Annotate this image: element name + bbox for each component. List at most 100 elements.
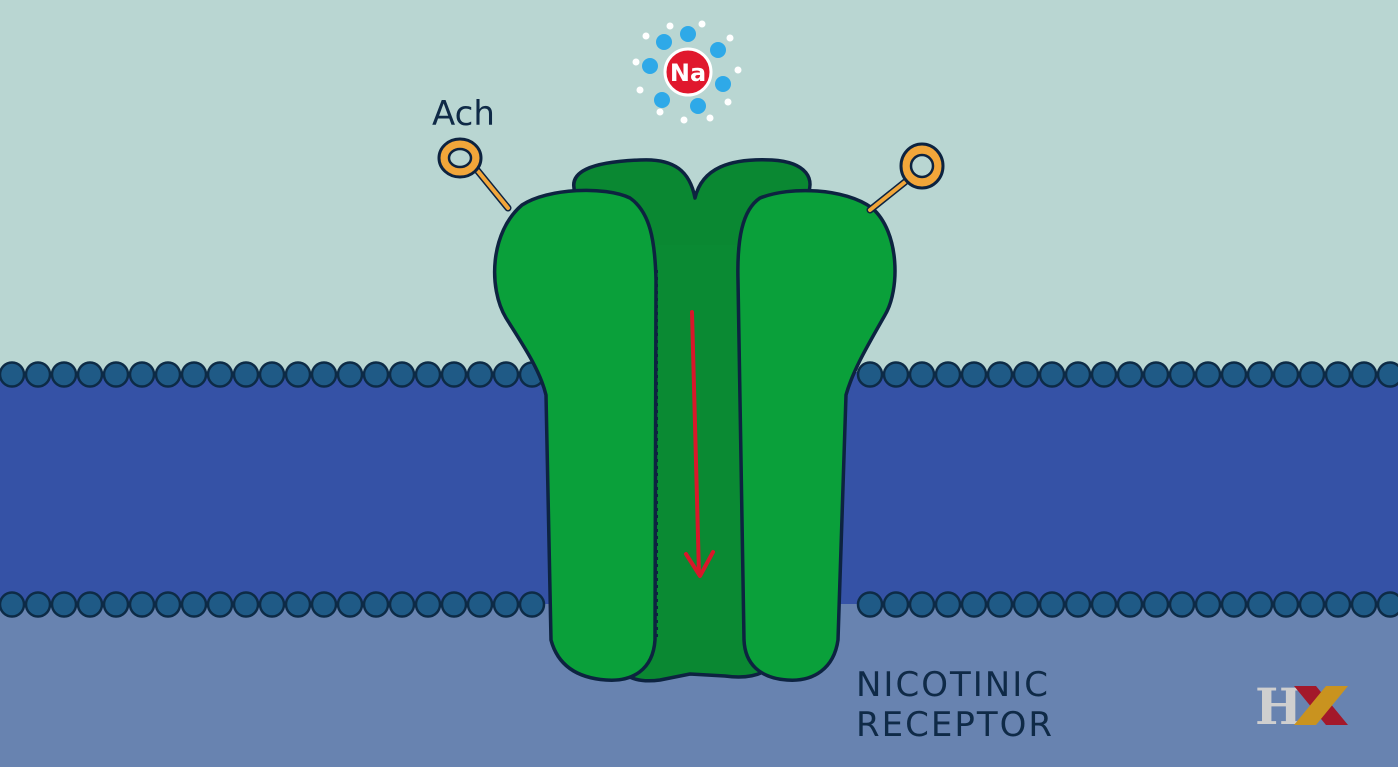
lipid-head (856, 361, 884, 388)
lipid-head (1038, 591, 1066, 618)
lipid-head (258, 361, 286, 388)
water-hydrogen (636, 86, 644, 94)
lipid-head (414, 591, 442, 618)
lipid-head (466, 361, 494, 388)
lipid-head (310, 591, 338, 618)
lipid-head (388, 591, 416, 618)
lipid-head (284, 361, 312, 388)
lipid-head (24, 361, 52, 388)
membrane-outer-lipid-heads (0, 361, 1398, 388)
hx-logo-icon: H (1255, 677, 1348, 736)
water-hydrogen (642, 32, 650, 40)
lipid-head (1220, 591, 1248, 618)
lipid-head (50, 361, 78, 388)
lipid-head (960, 591, 988, 618)
lipid-head (1064, 591, 1092, 618)
lipid-head (154, 361, 182, 388)
lipid-head (1090, 591, 1118, 618)
lipid-head (1142, 591, 1170, 618)
water-hydrogen (724, 98, 732, 106)
channel-pore (650, 245, 745, 640)
lipid-head (258, 591, 286, 618)
lipid-head (1298, 361, 1326, 388)
sodium-ion-icon: Na (632, 20, 742, 124)
lipid-head (492, 361, 520, 388)
receptor-label-line2: RECEPTOR (856, 705, 1054, 745)
lipid-head (24, 591, 52, 618)
lipid-head (518, 591, 546, 618)
lipid-head (336, 361, 364, 388)
lipid-head (206, 361, 234, 388)
lipid-head (1168, 361, 1196, 388)
water-hydrogen (698, 20, 706, 28)
acetylcholine-ligand-icon (437, 137, 512, 212)
lipid-head (180, 361, 208, 388)
lipid-head (414, 361, 442, 388)
lipid-head (1220, 361, 1248, 388)
lipid-head (960, 361, 988, 388)
water-hydrogen (726, 34, 734, 42)
lipid-head (0, 591, 26, 618)
water-molecule (690, 98, 706, 114)
hydration-shell (632, 20, 742, 124)
water-molecule (654, 92, 670, 108)
lipid-head (0, 361, 26, 388)
water-hydrogen (632, 58, 640, 66)
lipid-head (310, 361, 338, 388)
acetylcholine-ligand-icon-right (866, 142, 945, 214)
lipid-head (1298, 591, 1326, 618)
lipid-head (1012, 361, 1040, 388)
lipid-head (1038, 361, 1066, 388)
lipid-head (102, 591, 130, 618)
ion-label: Na (670, 59, 706, 87)
lipid-head (882, 361, 910, 388)
lipid-head (1324, 361, 1352, 388)
lipid-head (388, 361, 416, 388)
ion-flow-arrow-icon (684, 310, 715, 578)
lipid-head (1090, 361, 1118, 388)
lipid-head (1168, 591, 1196, 618)
lipid-head (1194, 361, 1222, 388)
lipid-head (76, 361, 104, 388)
water-hydrogen (706, 114, 714, 122)
lipid-head (1064, 361, 1092, 388)
water-molecule (642, 58, 658, 74)
lipid-head (1350, 591, 1378, 618)
lipid-head (466, 591, 494, 618)
lipid-head (492, 591, 520, 618)
lipid-head (440, 591, 468, 618)
lipid-head (1376, 361, 1398, 388)
lipid-head (1142, 361, 1170, 388)
lipid-head (1116, 591, 1144, 618)
lipid-head (284, 591, 312, 618)
lipid-head (232, 361, 260, 388)
lipid-head (76, 591, 104, 618)
lipid-head (1012, 591, 1040, 618)
lipid-head (908, 361, 936, 388)
lipid-head (180, 591, 208, 618)
lipid-head (440, 361, 468, 388)
lipid-head (1350, 361, 1378, 388)
lipid-head (934, 591, 962, 618)
lipid-head (1324, 591, 1352, 618)
lipid-head (1246, 361, 1274, 388)
lipid-head (336, 591, 364, 618)
water-molecule (715, 76, 731, 92)
lipid-head (882, 591, 910, 618)
receptor-label-line1: NICOTINIC (856, 665, 1050, 705)
lipid-head (232, 591, 260, 618)
water-hydrogen (656, 108, 664, 116)
water-molecule (710, 42, 726, 58)
water-hydrogen (734, 66, 742, 74)
lipid-head (1272, 591, 1300, 618)
lipid-head (1116, 361, 1144, 388)
lipid-head (102, 361, 130, 388)
lipid-head (128, 361, 156, 388)
lipid-head (1272, 361, 1300, 388)
lipid-head (1194, 591, 1222, 618)
membrane-inner-lipid-heads (0, 591, 1398, 618)
lipid-head (856, 591, 884, 618)
water-molecule (656, 34, 672, 50)
ligand-label: Ach (432, 94, 495, 134)
